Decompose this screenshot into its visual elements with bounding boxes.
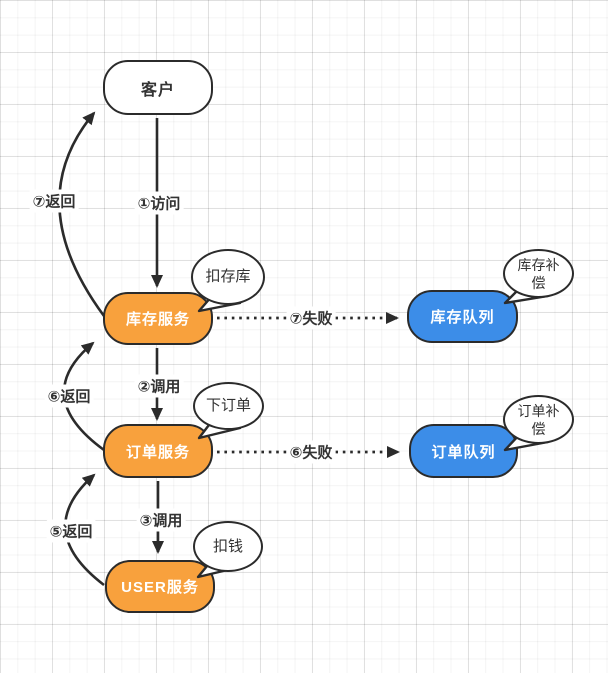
node-customer-label: 客户 <box>140 81 175 99</box>
node-order-queue: 订单队列 <box>409 424 518 478</box>
bubble-order-compensation-line2: 偿 <box>531 420 546 437</box>
edge-label-access: ①访问 <box>134 191 184 215</box>
node-user-service-label: USER服务 <box>121 579 199 596</box>
edge-label-return-to-inventory: ⑥返回 <box>44 384 94 408</box>
bubble-place-order-label: 下订单 <box>205 397 251 414</box>
edge-label-call-order: ②调用 <box>134 374 184 398</box>
bubble-inventory-compensation-line1: 库存补 <box>517 256 560 273</box>
edge-label-call-user: ③调用 <box>136 508 186 532</box>
bubble-deduct-money-label: 扣钱 <box>212 537 243 555</box>
edge-label-fail-inventory: ⑦失败 <box>286 306 336 330</box>
bubble-deduct-inventory: 扣存库 <box>191 249 265 305</box>
bubble-inventory-compensation-line2: 偿 <box>531 274 546 291</box>
edge-label-return-to-order: ⑤返回 <box>46 519 96 543</box>
node-order-service: 订单服务 <box>103 424 213 478</box>
edge-label-return-to-customer: ⑦返回 <box>29 189 79 213</box>
bubble-inventory-compensation: 库存补 偿 <box>503 249 574 298</box>
node-inventory-queue: 库存队列 <box>407 290 518 343</box>
edge-label-fail-order: ⑥失败 <box>286 440 336 464</box>
bubble-order-compensation: 订单补 偿 <box>503 395 574 444</box>
bubble-order-compensation-line1: 订单补 <box>517 402 560 419</box>
node-inventory-queue-label: 库存队列 <box>430 309 495 326</box>
arrow-return-to-customer <box>58 111 106 317</box>
node-inventory-service-label: 库存服务 <box>125 311 190 328</box>
node-customer: 客户 <box>103 60 213 115</box>
node-order-service-label: 订单服务 <box>125 443 190 461</box>
node-order-queue-label: 订单队列 <box>431 443 496 461</box>
node-inventory-service: 库存服务 <box>103 292 213 345</box>
bubble-deduct-inventory-label: 扣存库 <box>205 268 251 285</box>
bubble-place-order: 下订单 <box>193 382 264 430</box>
bubble-deduct-money: 扣钱 <box>193 521 263 572</box>
node-user-service: USER服务 <box>105 560 215 613</box>
